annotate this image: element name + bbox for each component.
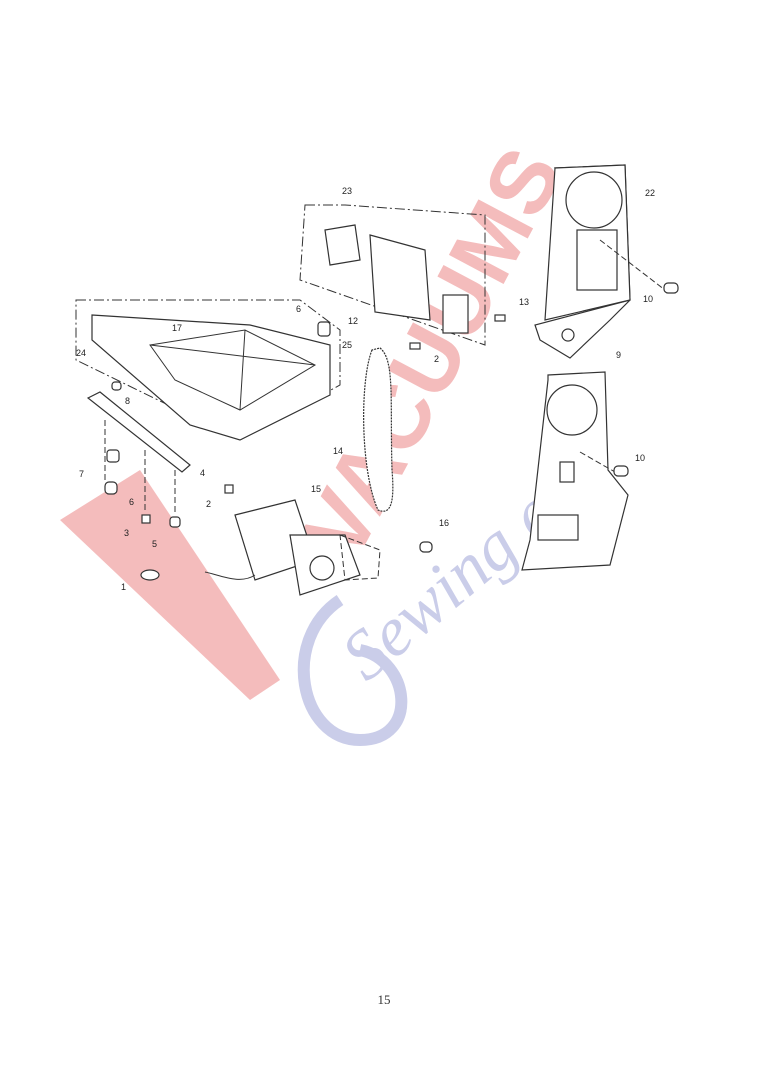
motor-part [204,499,381,596]
callout-6b: 6 [129,497,134,507]
callout-10b: 10 [635,453,645,463]
callout-7: 7 [79,469,84,479]
callout-8: 8 [125,396,130,406]
callout-23: 23 [342,186,352,196]
rail-part [86,381,234,581]
callout-14: 14 [333,446,343,456]
callout-4: 4 [200,468,205,478]
rear-cover-part [534,164,679,359]
callout-25: 25 [342,340,352,350]
front-cover-part [419,371,629,571]
callout-22: 22 [645,188,655,198]
base-frame-part [75,299,341,441]
callout-24: 24 [76,348,86,358]
callout-2b: 2 [206,499,211,509]
belt-part [363,347,394,512]
bracket-assembly-part [299,204,506,350]
callout-10: 10 [643,294,653,304]
callout-2: 2 [434,354,439,364]
callout-5: 5 [152,539,157,549]
callout-3: 3 [124,528,129,538]
callout-12: 12 [348,316,358,326]
callout-17: 17 [172,323,182,333]
callout-9: 9 [616,350,621,360]
callout-6: 6 [296,304,301,314]
page-number: 15 [377,992,391,1007]
callout-labels: 23 22 12 13 2 10 6 17 24 25 8 9 14 10 7 … [76,186,655,592]
callout-16: 16 [439,518,449,528]
callout-1: 1 [121,582,126,592]
callout-15: 15 [311,484,321,494]
callout-13: 13 [519,297,529,307]
